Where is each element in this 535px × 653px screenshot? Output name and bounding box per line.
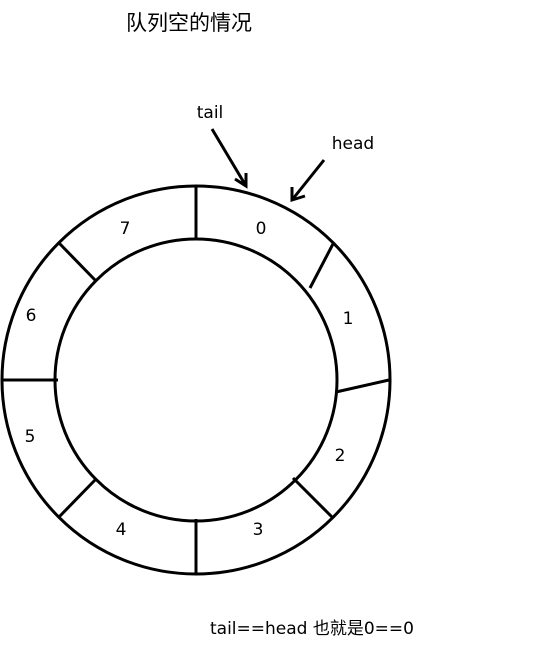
slot-label-6: 6 <box>26 306 37 326</box>
tail-pointer-label: tail <box>197 103 224 123</box>
slot-label-7: 7 <box>120 219 131 239</box>
tail-arrow <box>210 128 248 189</box>
slot-label-4: 4 <box>116 520 127 540</box>
slot-divider <box>57 241 98 283</box>
slot-label-3: 3 <box>253 520 264 540</box>
diagram-title: 队列空的情况 <box>126 11 252 35</box>
empty-condition-caption: tail==head 也就是0==0 <box>210 619 414 639</box>
slot-label-2: 2 <box>335 446 346 466</box>
head-pointer-label: head <box>332 134 374 154</box>
slot-divider <box>308 241 336 289</box>
slot-label-1: 1 <box>343 309 354 329</box>
slot-divider <box>57 477 98 519</box>
head-arrow <box>290 159 326 203</box>
slot-label-5: 5 <box>25 427 36 447</box>
slot-label-0: 0 <box>256 219 267 239</box>
slot-divider <box>335 378 390 394</box>
slot-divider <box>291 476 335 520</box>
